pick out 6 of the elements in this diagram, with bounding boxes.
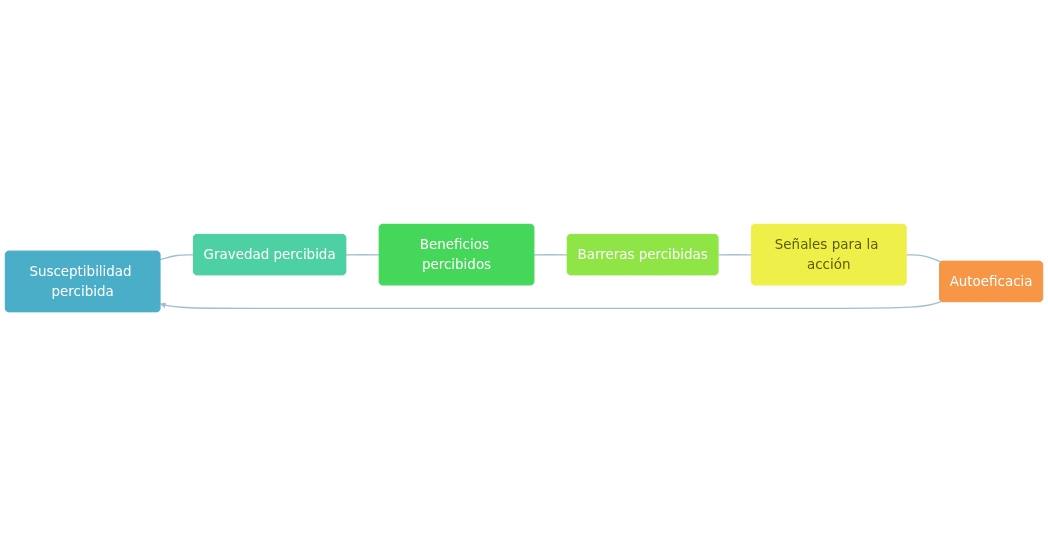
connector <box>905 254 943 263</box>
connector <box>159 254 195 261</box>
connector <box>533 254 569 256</box>
arrow <box>159 300 943 309</box>
connector <box>717 254 753 256</box>
connector <box>345 254 381 256</box>
